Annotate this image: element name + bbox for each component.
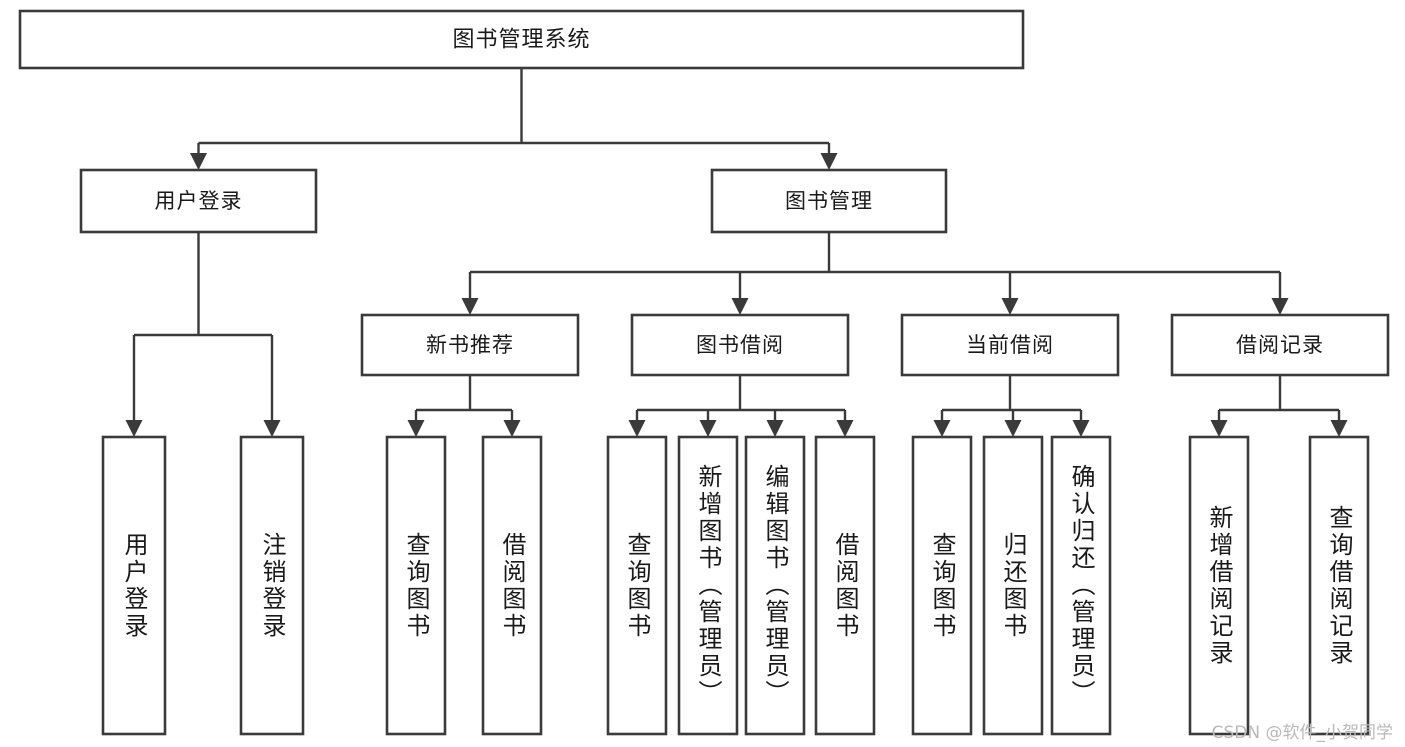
node-box-leaf-query-book-1[interactable]	[385, 435, 447, 736]
node-box-leaf-edit-book[interactable]	[744, 435, 806, 736]
node-box-leaf-borrow-book-1[interactable]	[481, 435, 543, 736]
node-box-leaf-query-record[interactable]	[1308, 435, 1370, 736]
node-box-leaf-query-book-3[interactable]	[911, 435, 973, 736]
arrow-to-leaf-add-record	[1210, 420, 1228, 437]
arrow-to-new-book-rec	[461, 298, 479, 315]
connector-layer	[125, 68, 1348, 437]
node-label-new-book-rec: 新书推荐	[426, 333, 514, 357]
node-box-current-borrow[interactable]	[900, 313, 1120, 377]
node-box-leaf-borrow-book-2[interactable]	[814, 435, 876, 736]
node-box-leaf-query-book-2[interactable]	[606, 435, 668, 736]
node-box-book-manage[interactable]	[710, 168, 948, 234]
node-box-leaf-return-book[interactable]	[982, 435, 1044, 736]
node-box-book-borrow[interactable]	[630, 313, 850, 377]
node-box-leaf-user-login[interactable]	[101, 435, 167, 736]
watermark-text: CSDN @软件_小贺同学	[1211, 723, 1393, 743]
node-box-leaf-confirm-return[interactable]	[1050, 435, 1112, 736]
arrow-to-leaf-edit-book	[766, 420, 784, 437]
node-label-book-manage: 图书管理	[785, 189, 873, 213]
node-label-current-borrow: 当前借阅	[966, 333, 1054, 357]
arrow-to-leaf-borrow-book-2	[836, 420, 854, 437]
arrow-to-leaf-confirm-return	[1072, 420, 1090, 437]
arrow-to-leaf-return-book	[1004, 420, 1022, 437]
arrow-to-book-manage	[820, 153, 838, 170]
root-box[interactable]	[18, 9, 1025, 70]
arrow-to-leaf-query-record	[1330, 420, 1348, 437]
arrow-to-current-borrow	[1001, 298, 1019, 315]
root-label: 图书管理系统	[452, 28, 590, 53]
arrow-to-user-login	[190, 153, 207, 170]
node-box-new-book-rec[interactable]	[360, 313, 580, 377]
node-box-borrow-record[interactable]	[1170, 313, 1390, 377]
arrow-to-borrow-record	[1271, 298, 1289, 315]
arrow-to-book-borrow	[731, 298, 749, 315]
arrow-to-leaf-query-book-3	[933, 420, 951, 437]
node-label-book-borrow: 图书借阅	[696, 333, 784, 357]
node-box-leaf-logout[interactable]	[239, 435, 305, 736]
node-box-user-login[interactable]	[79, 168, 318, 234]
node-box-leaf-add-record[interactable]	[1188, 435, 1250, 736]
node-label-user-login: 用户登录	[155, 189, 243, 213]
arrow-to-leaf-add-book	[699, 420, 717, 437]
arrow-to-leaf-query-book-1	[407, 420, 425, 437]
arrow-to-leaf-query-book-2	[628, 420, 646, 437]
node-label-borrow-record: 借阅记录	[1236, 333, 1324, 357]
arrow-to-leaf-logout	[263, 420, 281, 437]
arrow-to-leaf-borrow-book-1	[503, 420, 521, 437]
node-box-leaf-add-book[interactable]	[677, 435, 739, 736]
arrow-to-leaf-user-login	[125, 420, 143, 437]
